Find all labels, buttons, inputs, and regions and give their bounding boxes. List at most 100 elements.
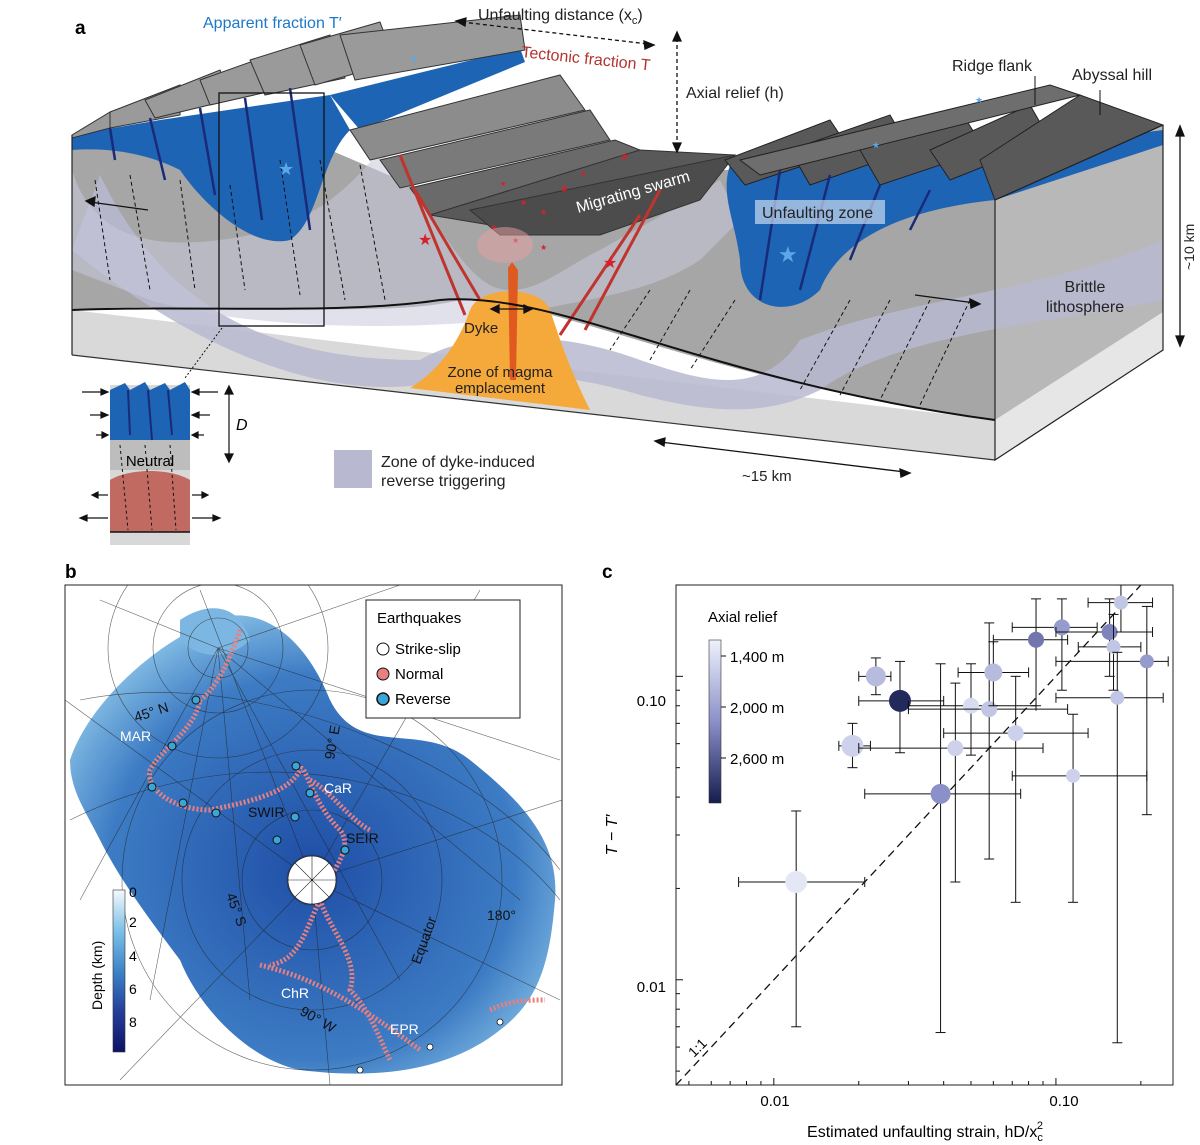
svg-text:★: ★ bbox=[560, 184, 569, 195]
map-ocean-north bbox=[180, 608, 250, 655]
svg-text:★: ★ bbox=[872, 140, 880, 150]
panel-a-letter: a bbox=[75, 18, 86, 39]
x-tick-010: 0.10 bbox=[1049, 1093, 1078, 1110]
blue-strip-left bbox=[330, 48, 525, 130]
inset-column: D Neutral bbox=[78, 382, 248, 545]
data-point-marker bbox=[981, 701, 998, 718]
reverse-quakes bbox=[147, 695, 350, 855]
label-apparent-fraction: Apparent fraction T′ bbox=[203, 15, 342, 32]
y-tick-001: 0.01 bbox=[637, 979, 666, 996]
block-right-lower bbox=[995, 312, 1163, 460]
svg-text:★: ★ bbox=[500, 180, 506, 188]
legend-strikeslip-marker bbox=[376, 642, 390, 656]
svg-text:★: ★ bbox=[278, 159, 294, 179]
relief-colorbar: Axial relief 1,400 m 2,000 m 2,600 m bbox=[708, 609, 784, 804]
data-point-3 bbox=[858, 660, 945, 754]
faults-red bbox=[398, 154, 662, 336]
depth-tick-0: 0 bbox=[129, 884, 137, 900]
label-unfaulting-distance: Unfaulting distance (xc) bbox=[478, 7, 643, 27]
y-tick-010: 0.10 bbox=[637, 693, 666, 710]
panel-b-letter: b bbox=[65, 562, 77, 583]
svg-text:★: ★ bbox=[540, 208, 547, 217]
brittle-base-line bbox=[71, 298, 996, 421]
label-ridge-flank: Ridge flank bbox=[952, 58, 1033, 75]
label-seir: SEIR bbox=[346, 830, 379, 846]
data-point-marker bbox=[947, 740, 964, 757]
legend-reverse-label: Reverse bbox=[395, 691, 451, 708]
panel-b: b bbox=[64, 562, 563, 1086]
data-point-5 bbox=[858, 682, 1044, 883]
label-swir: SWIR bbox=[248, 804, 285, 820]
panel-c-letter: c bbox=[602, 562, 613, 583]
magma-zone bbox=[410, 291, 590, 410]
label-magma-2: emplacement bbox=[455, 380, 546, 397]
arrows bbox=[84, 17, 1185, 478]
dyke bbox=[508, 262, 518, 380]
relief-tick-2000: 2,000 m bbox=[730, 700, 784, 717]
data-point-marker bbox=[888, 689, 911, 712]
label-dyke: Dyke bbox=[464, 320, 498, 337]
label-10km: ~10 km bbox=[1181, 224, 1197, 270]
data-point-11 bbox=[1011, 598, 1098, 691]
legend-normal-label: Normal bbox=[395, 666, 443, 683]
strike-slip-quakes bbox=[356, 1018, 504, 1074]
inset-box bbox=[218, 92, 325, 327]
map-ocean bbox=[70, 615, 556, 1074]
data-point-7 bbox=[907, 622, 1069, 860]
svg-text:★: ★ bbox=[778, 242, 798, 267]
data-point-17 bbox=[1055, 605, 1169, 816]
label-brittle: Brittle bbox=[1065, 279, 1106, 296]
depth-tick-8: 8 bbox=[129, 1014, 137, 1030]
label-axial-relief: Axial relief (h) bbox=[686, 85, 784, 102]
panel-a: a bbox=[71, 7, 1197, 545]
label-tectonic-fraction: Tectonic fraction T bbox=[521, 44, 652, 74]
reverse-trigger-zone bbox=[72, 175, 1163, 410]
legend-normal-marker bbox=[376, 667, 390, 681]
swarm-glow bbox=[477, 227, 533, 263]
svg-text:★: ★ bbox=[975, 95, 983, 105]
legend-strikeslip-label: Strike-slip bbox=[395, 641, 461, 658]
label-180: 180° bbox=[487, 907, 516, 923]
data-point-10 bbox=[992, 598, 1069, 707]
data-point-marker bbox=[1066, 768, 1081, 783]
data-point-4 bbox=[864, 663, 1022, 1034]
reverse-trigger-zone-left bbox=[72, 150, 740, 326]
data-point-marker bbox=[865, 666, 886, 687]
depth-colorbar: Depth (km) 0 2 4 6 8 bbox=[89, 884, 137, 1053]
data-point-marker bbox=[1113, 595, 1128, 610]
data-point-marker bbox=[1007, 725, 1024, 742]
svg-text:★: ★ bbox=[580, 170, 586, 178]
data-point-marker bbox=[1106, 639, 1121, 654]
fault-blocks-right bbox=[724, 84, 1165, 201]
label-magma-1: Zone of magma bbox=[447, 364, 553, 381]
label-epr: EPR bbox=[390, 1021, 419, 1037]
svg-text:★: ★ bbox=[418, 232, 432, 249]
label-lithosphere: lithosphere bbox=[1046, 299, 1124, 316]
fault-lines-right bbox=[609, 289, 971, 406]
depth-tick-2: 2 bbox=[129, 914, 137, 930]
label-reverse-zone-1: Zone of dyke-induced bbox=[381, 454, 535, 471]
depth-tick-6: 6 bbox=[129, 981, 137, 997]
data-point-15 bbox=[1055, 651, 1164, 1044]
label-unfaulting-zone: Unfaulting zone bbox=[762, 205, 873, 222]
map-frame bbox=[64, 584, 563, 1086]
data-point-marker bbox=[841, 734, 864, 757]
data-point-marker bbox=[963, 697, 980, 714]
label-abyssal-hill: Abyssal hill bbox=[1072, 67, 1152, 84]
svg-text:★: ★ bbox=[540, 243, 547, 252]
relief-tick-2600: 2,600 m bbox=[730, 751, 784, 768]
data-point-13 bbox=[1055, 598, 1154, 677]
label-90e: 90° E bbox=[321, 724, 343, 761]
relief-title: Axial relief bbox=[708, 609, 778, 626]
ductile-front-line bbox=[71, 354, 996, 461]
earthquake-legend: Earthquakes Strike-slip Normal Reverse bbox=[365, 599, 521, 719]
inset-D: D bbox=[236, 417, 248, 434]
depth-title: Depth (km) bbox=[89, 941, 105, 1010]
fault-blocks-center bbox=[349, 74, 737, 236]
data-point-marker bbox=[1139, 654, 1154, 669]
legend-reverse-marker bbox=[376, 692, 390, 706]
earthquake-legend-title: Earthquakes bbox=[377, 610, 461, 627]
data-point-12 bbox=[1011, 713, 1148, 903]
depth-tick-4: 4 bbox=[129, 948, 137, 964]
